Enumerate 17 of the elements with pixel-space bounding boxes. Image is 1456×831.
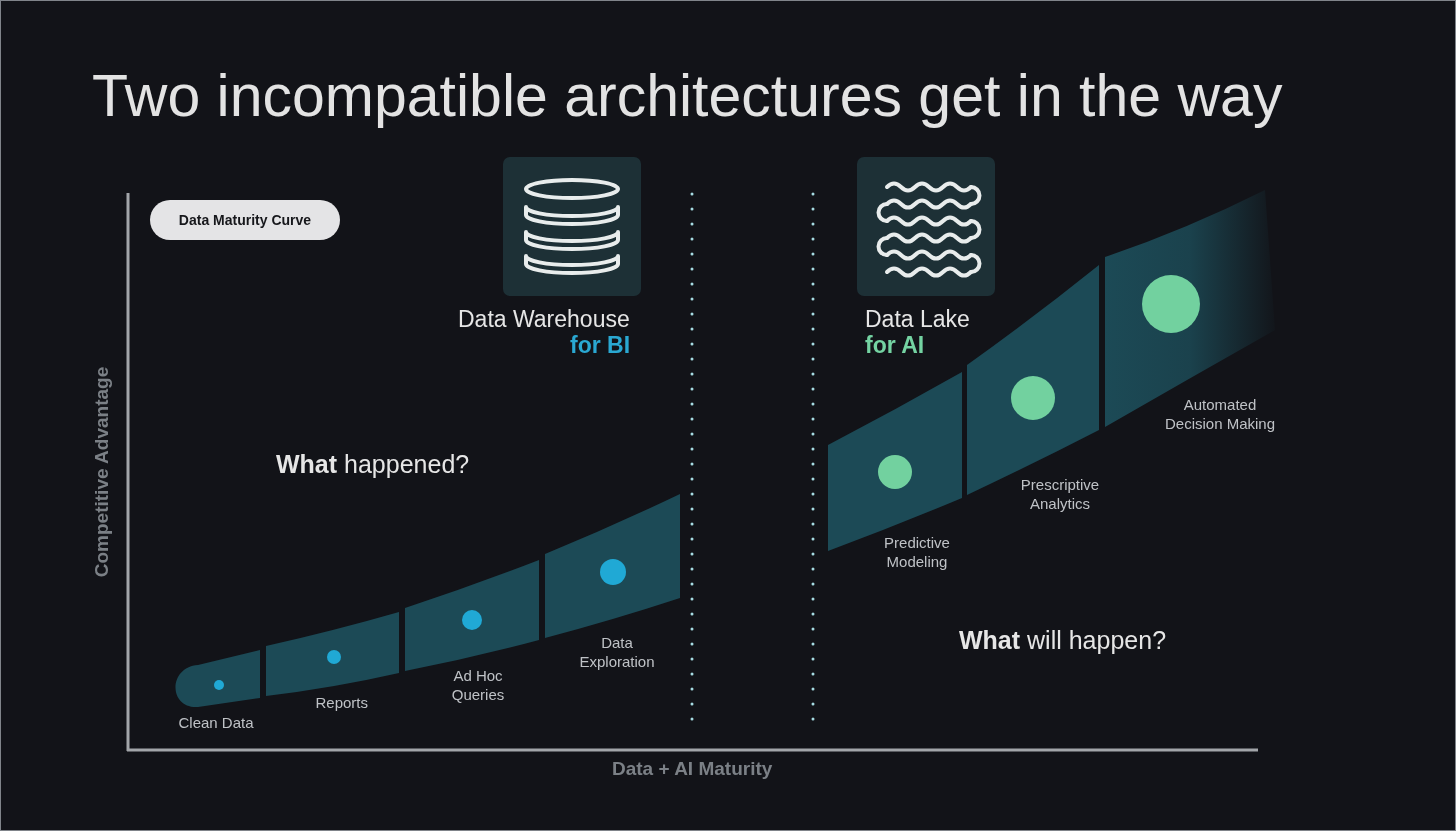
architecture-name: Data Warehouse [458,306,630,332]
stage-label: Data Exploration [578,633,656,671]
architecture-name: Data Lake [865,306,970,332]
y-axis-title: Competitive Advantage [90,366,114,578]
x-axis-title: Data + AI Maturity [612,757,773,781]
curve-label-tag: Data Maturity Curve [150,200,340,240]
question-text: What happened? [276,449,470,479]
stage-label: Reports [315,693,369,712]
question-text: What will happen? [959,625,1167,655]
slide-title: Two incompatible architectures get in the way [92,63,1283,129]
architecture-purpose: for AI [865,332,925,358]
architecture-purpose: for BI [570,332,631,358]
stage-label: Prescriptive Analytics [1019,475,1101,513]
stage-label: Ad Hoc Queries [450,666,506,704]
stage-label: Predictive Modeling [883,533,951,571]
stage-label: Automated Decision Making [1163,395,1276,433]
stage-label: Clean Data [178,713,254,732]
